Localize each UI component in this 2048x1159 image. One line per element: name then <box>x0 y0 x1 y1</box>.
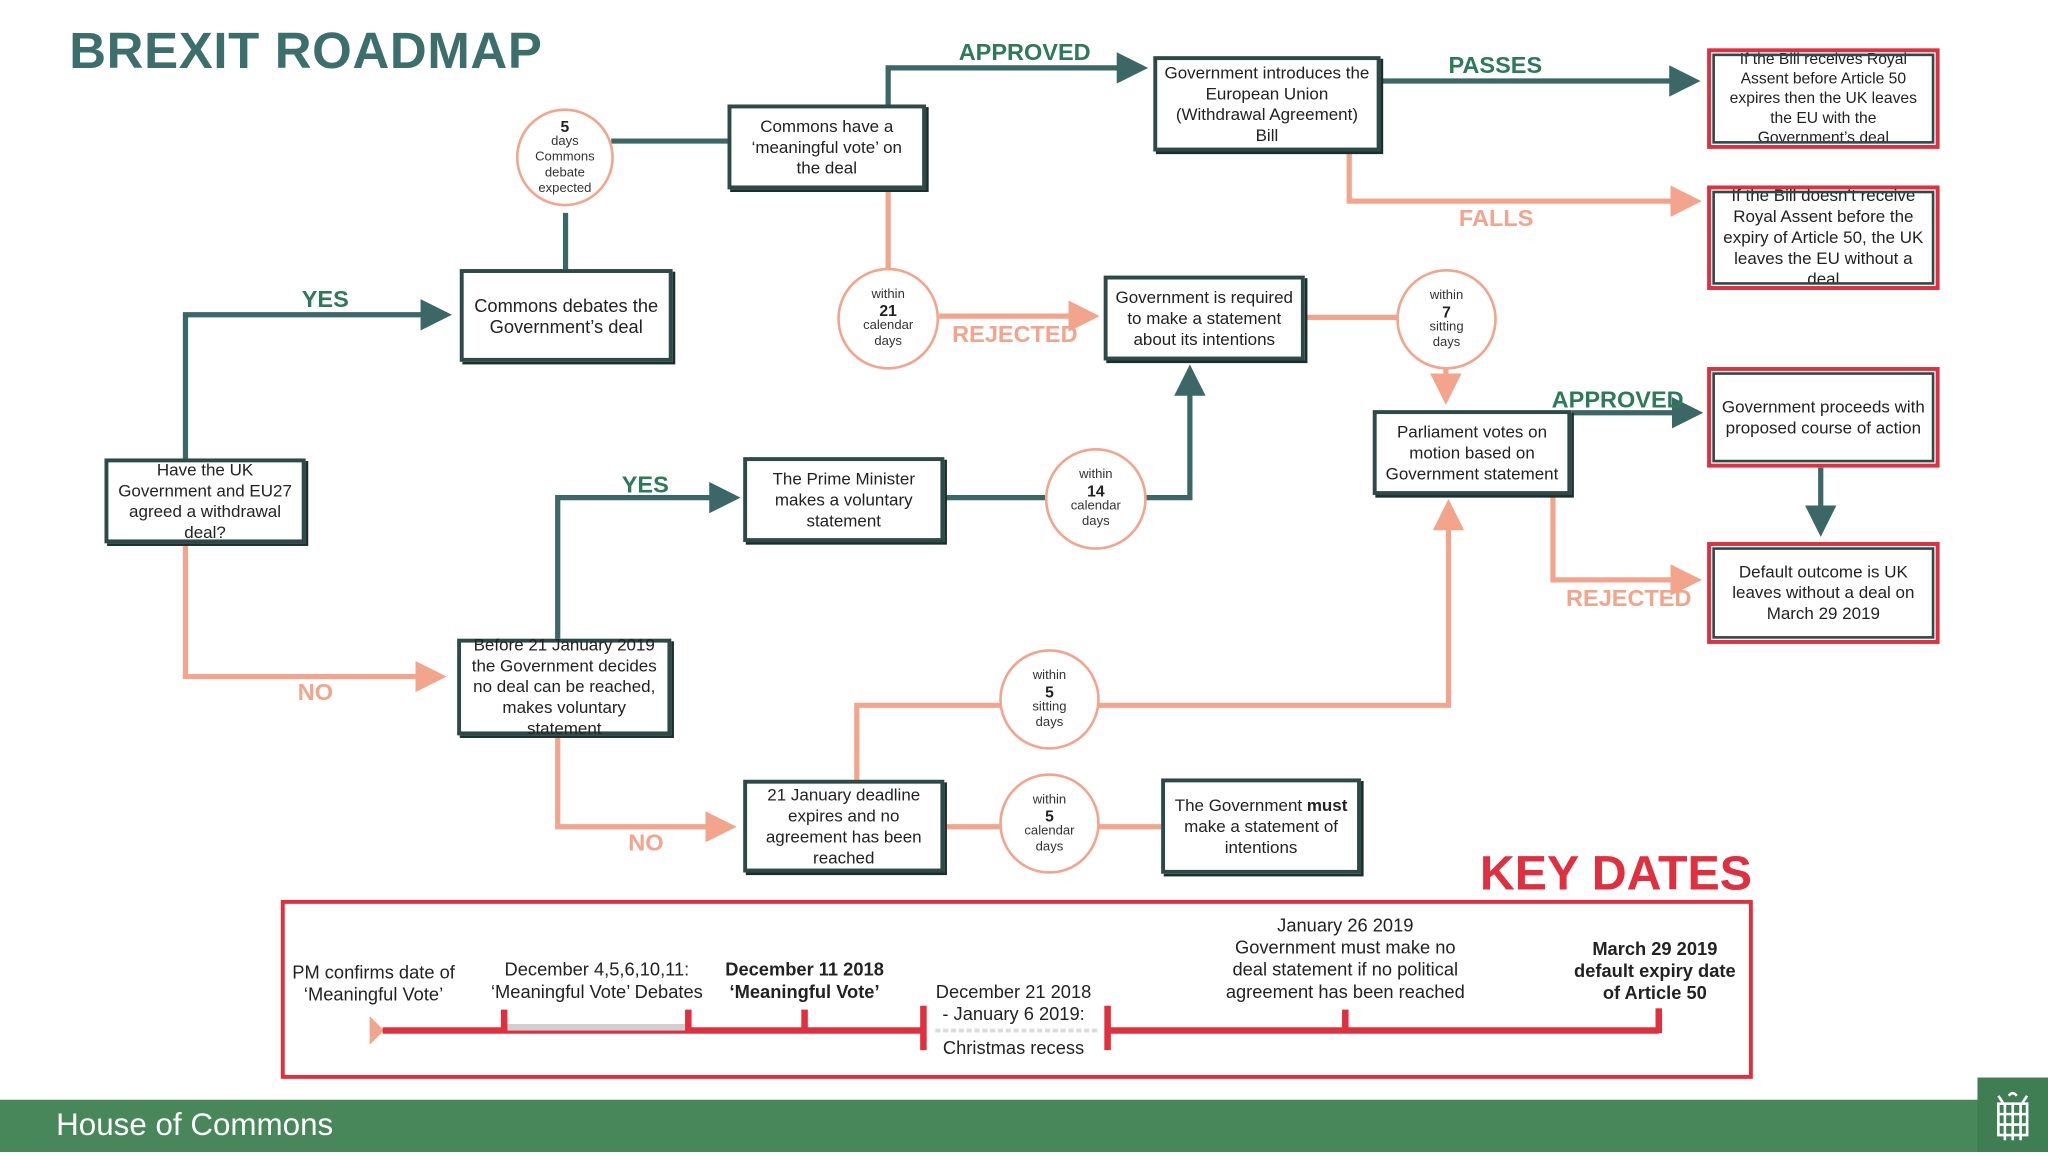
box-no-royal-assent: If the Bill doesn’t receive Royal Assent… <box>1707 185 1940 290</box>
line-rejected2 <box>1550 495 1702 596</box>
label-yes-1: YES <box>301 286 349 313</box>
key-dates-panel <box>280 899 1753 1079</box>
portcullis-logo <box>1977 1077 2048 1152</box>
label-approved-2: APPROVED <box>1551 386 1684 413</box>
box-withdrawal-bill: Government introduces the European Union… <box>1153 56 1381 152</box>
footer-bar: House of Commons <box>0 1099 2048 1152</box>
label-approved-1: APPROVED <box>958 39 1091 66</box>
box-pm-voluntary-statement: The Prime Minister makes a voluntary sta… <box>743 457 945 543</box>
box-meaningful-vote: Commons have a ‘meaningful vote’ on the … <box>727 104 927 190</box>
footer-text: House of Commons <box>56 1107 334 1143</box>
kd-christmas-recess: December 21 2018- January 6 2019:Christm… <box>935 980 1092 1058</box>
box-parliament-votes: Parliament votes on motion based on Gove… <box>1372 410 1572 496</box>
box-21-january-deadline: 21 January deadline expires and no agree… <box>743 779 945 873</box>
label-yes-2: YES <box>621 471 669 498</box>
label-falls: FALLS <box>1458 205 1534 232</box>
box-government-must-statement: The Government must make a statement of … <box>1161 778 1361 874</box>
kd-pm-confirms: PM confirms date of‘Meaningful Vote’ <box>292 961 455 1005</box>
key-dates-heading: KEY DATES <box>1479 846 1752 900</box>
label-rejected-2: REJECTED <box>1566 585 1692 612</box>
line-approved1 <box>885 52 1149 105</box>
box-government-proceeds: Government proceeds with proposed course… <box>1707 367 1940 468</box>
line-yes1 <box>182 299 452 460</box>
box-royal-assent: If the Bill receives Royal Assent before… <box>1707 48 1940 149</box>
box-agreed-question: Have the UK Government and EU27 agreed a… <box>104 458 306 544</box>
box-before-21-january: Before 21 January 2019 the Government de… <box>457 635 672 738</box>
kd-meaningful-vote: December 11 2018‘Meaningful Vote’ <box>725 958 884 1002</box>
label-no-2: NO <box>628 829 664 856</box>
label-rejected-1: REJECTED <box>952 321 1078 348</box>
line-falls <box>1346 150 1702 217</box>
kd-debates: December 4,5,6,10,11:‘Meaningful Vote’ D… <box>490 958 703 1002</box>
label-passes: PASSES <box>1448 52 1543 79</box>
line-yes2 <box>555 481 741 640</box>
box-commons-debates: Commons debates the Government’s deal <box>459 269 673 362</box>
line-no1 <box>182 543 447 693</box>
line-c5s-parliament <box>1098 498 1465 708</box>
page-title: BREXIT ROADMAP <box>69 23 543 80</box>
line-deadline-c5s <box>854 702 1001 782</box>
label-no-1: NO <box>297 679 334 706</box>
line-no2 <box>555 735 737 843</box>
box-default-outcome: Default outcome is UK leaves without a d… <box>1707 542 1940 644</box>
box-required-statement: Government is required to make a stateme… <box>1103 275 1305 361</box>
line-circle14-required <box>1145 364 1206 501</box>
